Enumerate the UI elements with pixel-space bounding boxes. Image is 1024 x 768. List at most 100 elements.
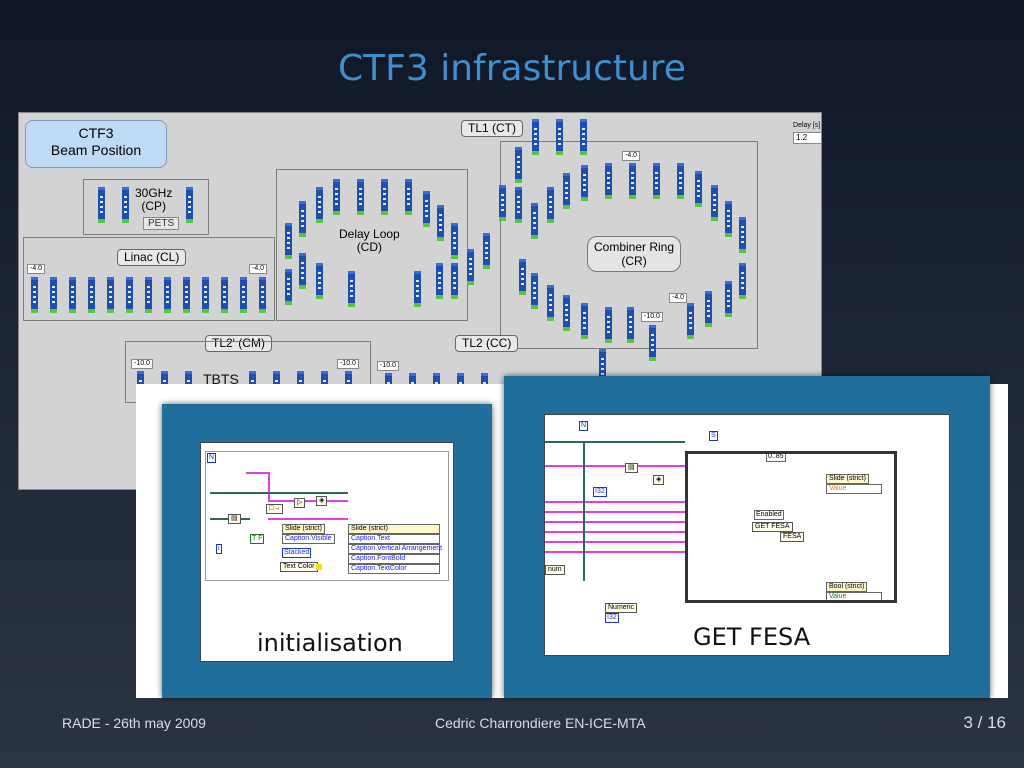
caption-visible-prop: Caption.Visible	[282, 534, 335, 544]
page-number: 3 / 16	[963, 713, 1006, 732]
bpm-indicator	[695, 171, 702, 207]
bpm-indicator	[581, 165, 588, 201]
delay-label: Delay [s]	[793, 122, 821, 129]
bpm-indicator	[316, 263, 323, 299]
bpm-indicator	[348, 271, 355, 307]
bpm-indicator	[649, 325, 656, 361]
cr-scale-bottom: -4.0	[669, 293, 688, 303]
bpm-indicator	[725, 201, 732, 237]
fesa-node: FESA	[780, 532, 805, 542]
linac-scale-left: -4.0	[27, 264, 46, 274]
bpm-indicator	[739, 217, 746, 253]
slide-node: Slide (strict)	[826, 474, 869, 484]
delay-input[interactable]: 1.2	[793, 132, 821, 144]
bpm-indicator	[164, 277, 171, 313]
delay-loop-label-2: (CD)	[356, 240, 383, 254]
wire	[545, 531, 685, 533]
tl2-label: TL2 (CC)	[455, 335, 519, 352]
footer-center: Cedric Charrondiere EN-ICE-MTA	[435, 715, 646, 731]
tbts-label: TBTS	[203, 371, 239, 387]
bpm-indicator	[183, 277, 190, 313]
wire	[545, 541, 685, 543]
bpm-indicator	[556, 119, 563, 155]
bpm-indicator	[725, 281, 732, 317]
linac-section	[23, 237, 275, 321]
get-fesa-label: FESA	[771, 523, 790, 530]
bpm-indicator	[580, 119, 587, 155]
bpm-indicator	[381, 179, 388, 215]
bpm-indicator	[605, 307, 612, 343]
bpm-indicator	[547, 187, 554, 223]
bpm-indicator	[563, 173, 570, 209]
tl2-scale: -10.0	[377, 361, 399, 371]
bpm-indicator	[687, 303, 694, 339]
get-fesa-overlay: N S ▤ ◈ I32 0..85 Enabled GET FESA FESA …	[504, 376, 990, 698]
bpm-indicator	[605, 163, 612, 199]
cp-label-1: 30GHz	[135, 186, 173, 200]
bpm-indicator	[202, 277, 209, 313]
footer-left: RADE - 26th may 2009	[62, 715, 206, 731]
bpm-indicator	[357, 179, 364, 215]
tag-line-1: CTF3	[78, 125, 114, 141]
bpm-indicator	[677, 163, 684, 199]
bpm-indicator	[107, 277, 114, 313]
prop-fontbold: Caption.FontBold	[348, 554, 440, 564]
cp-section	[83, 179, 209, 235]
bpm-indicator	[186, 187, 193, 223]
tf-constant: T F	[250, 534, 265, 544]
bpm-indicator	[299, 253, 306, 289]
bpm-indicator	[316, 187, 323, 223]
compare-node: □→	[266, 504, 284, 514]
prop-header: Slide (strict)	[348, 524, 440, 534]
bundle-node: ◈	[653, 475, 665, 485]
bpm-indicator	[414, 271, 421, 307]
cp-label: 30GHz (CP)	[135, 187, 172, 213]
bpm-indicator	[69, 277, 76, 313]
tl1-label: TL1 (CT)	[461, 120, 523, 137]
bool-value-prop: Value	[826, 592, 882, 600]
initialisation-overlay: N □→ ▷ ◈ ▤ i Slide (strict) Caption.Visi…	[162, 404, 492, 698]
prop-caption-text: Caption.Text	[348, 534, 440, 544]
bpm-indicator	[436, 263, 443, 299]
pets-button[interactable]: PETS	[143, 217, 180, 230]
bpm-indicator	[221, 277, 228, 313]
bpm-indicator	[532, 119, 539, 155]
initialisation-caption: initialisation	[257, 629, 403, 657]
wire	[583, 441, 585, 581]
bpm-indicator	[739, 263, 746, 299]
bpm-indicator	[285, 269, 292, 305]
wire	[545, 441, 685, 443]
wire	[210, 492, 348, 494]
bpm-indicator	[50, 277, 57, 313]
s-constant: S	[709, 431, 718, 441]
text-color-label: Text Color	[280, 562, 318, 572]
bpm-indicator	[705, 291, 712, 327]
bpm-indicator	[423, 191, 430, 227]
bpm-indicator	[499, 185, 506, 221]
stacked-enum[interactable]: Stacked	[282, 548, 312, 558]
bpm-indicator	[711, 185, 718, 221]
bpm-indicator	[483, 233, 490, 269]
enabled-enum[interactable]: Enabled	[754, 510, 784, 520]
wire	[268, 518, 348, 520]
bpm-indicator	[285, 223, 292, 259]
bpm-indicator	[98, 187, 105, 223]
ctf3-beam-position-tag: CTF3 Beam Position	[25, 120, 167, 168]
prop-textcolor: Caption.TextColor	[348, 564, 440, 574]
combiner-ring-section	[500, 141, 758, 349]
wire	[268, 500, 348, 502]
wire	[545, 465, 685, 467]
array-node: ▤	[625, 463, 638, 473]
cr-scale-neg10: -10.0	[641, 312, 663, 322]
wire	[545, 511, 685, 513]
bpm-indicator	[581, 303, 588, 339]
case-selector[interactable]: 0..85	[766, 453, 786, 462]
linac-label: Linac (CL)	[117, 249, 187, 266]
triangle-node: ▷	[294, 498, 306, 508]
bpm-indicator	[531, 203, 538, 239]
get-fesa-caption: GET FESA	[693, 623, 811, 651]
combiner-label-1: Combiner Ring	[594, 240, 675, 254]
combiner-ring-label: Combiner Ring (CR)	[587, 236, 682, 272]
bpm-indicator	[299, 201, 306, 237]
combiner-label-2: (CR)	[621, 254, 647, 268]
